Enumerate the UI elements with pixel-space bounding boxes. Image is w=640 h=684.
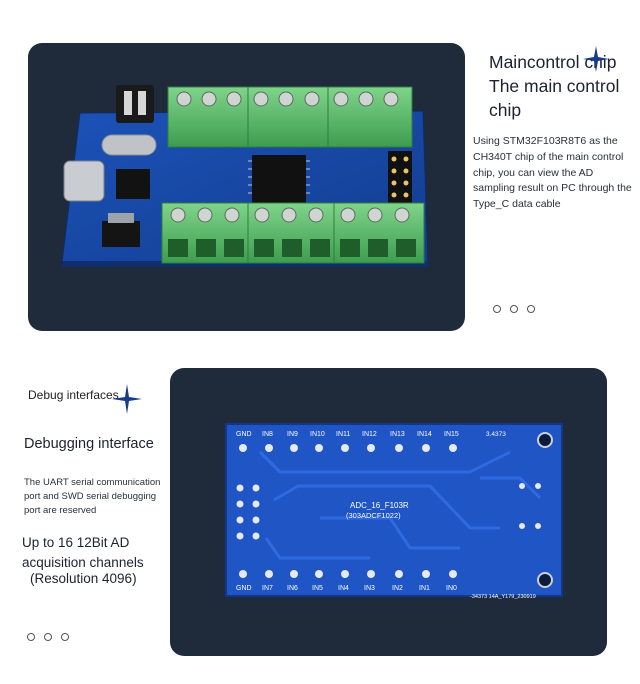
bottom-right-code: -34373 14A_Y179_230919 (470, 594, 536, 600)
pin-label-top: IN12 (362, 431, 377, 438)
pin-label-top: IN9 (287, 431, 298, 438)
board-back-image: GND IN8 IN9 IN10 IN11 IN12 IN13 IN14 IN1… (225, 423, 563, 600)
section1-title: Maincontrol chip The main control chip (489, 52, 620, 120)
sparkle-icon (583, 46, 609, 72)
debug-interfaces-tag: Debug interfaces (28, 388, 119, 402)
pin-label-top: IN13 (390, 431, 405, 438)
section2-description: The UART serial communication port and S… (24, 477, 161, 516)
pin-label-bottom: IN5 (312, 585, 323, 592)
board-code: (303ADCF1022) (346, 511, 401, 520)
pin-label-top: IN10 (310, 431, 325, 438)
pin-label-bottom: IN4 (338, 585, 349, 592)
section1-description: Using STM32F103R8T6 as the CH340T chip o… (473, 135, 632, 211)
dot-indicator (493, 305, 501, 313)
carousel-dots (493, 305, 535, 313)
adc-channels-text: Up to 16 12Bit AD acquisition channels (22, 535, 144, 570)
board-front-panel (28, 43, 465, 331)
bottom-terminal-blocks (161, 202, 425, 264)
pin-label-bottom: GND (236, 585, 252, 592)
pin-label-top: IN11 (336, 431, 350, 438)
dot-indicator (27, 633, 35, 641)
section2-title: Debugging interface (24, 436, 154, 452)
dot-indicator (61, 633, 69, 641)
pin-label-top: GND (236, 431, 252, 438)
pin-label-bottom: IN0 (446, 585, 457, 592)
pin-label-top: IN14 (417, 431, 432, 438)
dot-indicator (527, 305, 535, 313)
pin-label-bottom: IN6 (287, 585, 298, 592)
board-front-image (61, 85, 429, 267)
board-model: ADC_16_F103R (350, 501, 409, 510)
top-terminal-blocks (167, 86, 413, 148)
pin-label-bottom: IN2 (392, 585, 403, 592)
dot-indicator (510, 305, 518, 313)
carousel-dots (27, 633, 69, 641)
pin-label-top: IN8 (262, 431, 273, 438)
pin-label-bottom: IN3 (364, 585, 375, 592)
pin-label-bottom: IN1 (419, 585, 430, 592)
pin-label-bottom: IN7 (262, 585, 273, 592)
resolution-text: (Resolution 4096) (30, 571, 137, 586)
top-right-code: 3.4373 (486, 431, 506, 438)
dot-indicator (44, 633, 52, 641)
sparkle-icon (112, 384, 142, 414)
board-back-panel: GND IN8 IN9 IN10 IN11 IN12 IN13 IN14 IN1… (170, 368, 607, 656)
pin-label-top: IN15 (444, 431, 459, 438)
